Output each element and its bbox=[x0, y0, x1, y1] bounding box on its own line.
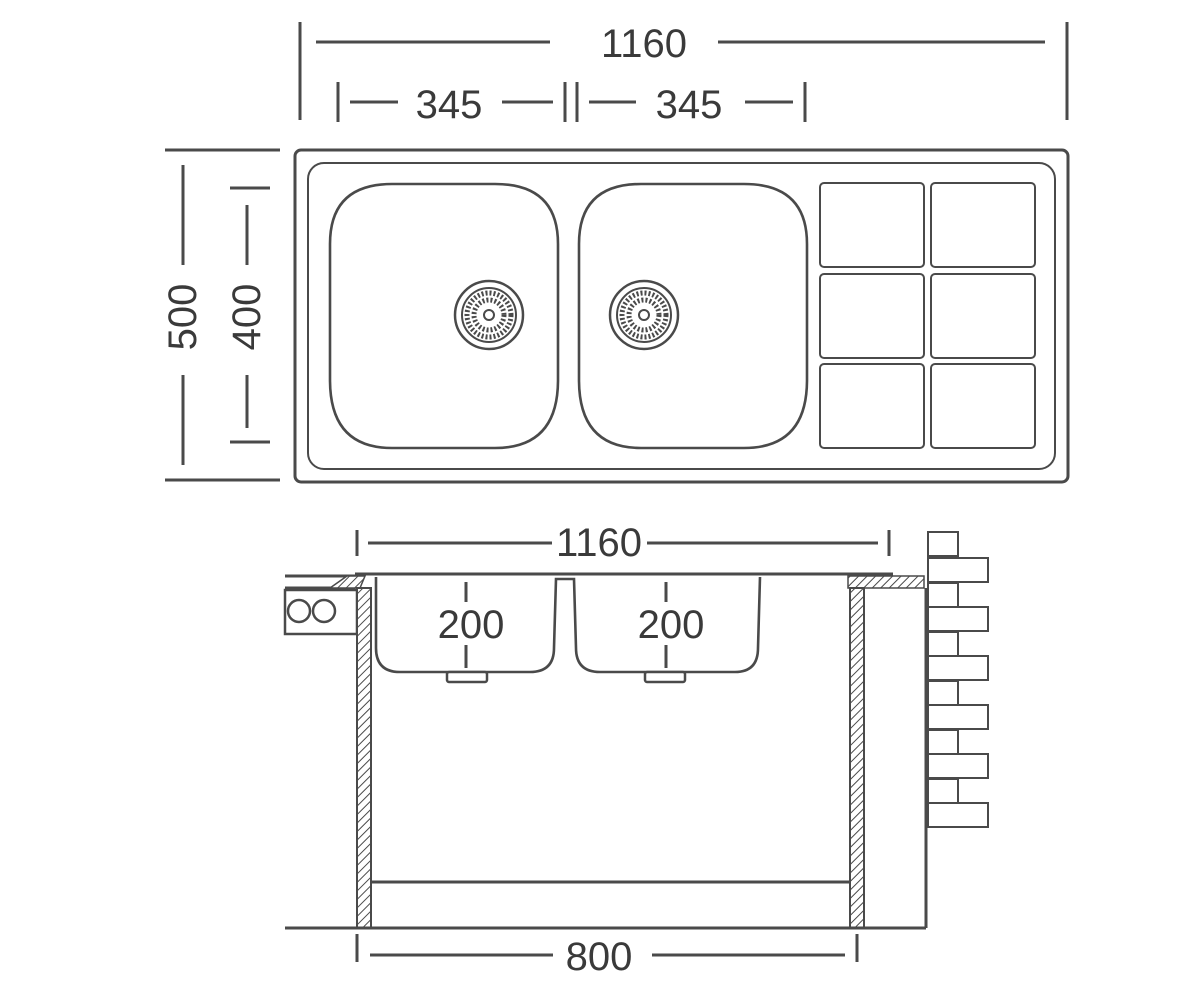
brick-wall bbox=[927, 531, 989, 828]
dimension-overall-width-side: 1160 bbox=[355, 521, 891, 565]
countertop-hatch-right bbox=[847, 575, 925, 589]
top-view: 1160 345 345 500 bbox=[161, 22, 1070, 484]
brick bbox=[927, 680, 959, 706]
brick bbox=[927, 582, 959, 608]
drainer-tile bbox=[930, 273, 1036, 359]
cabinet-width-label: 800 bbox=[566, 935, 633, 979]
side-view: 1160 200 bbox=[283, 521, 989, 979]
right-bowl bbox=[577, 182, 809, 450]
left-bowl bbox=[328, 182, 560, 450]
bowl-depth-left-label: 200 bbox=[438, 603, 505, 647]
brick bbox=[927, 729, 959, 755]
drainer-tile bbox=[819, 363, 925, 449]
countertop-left bbox=[283, 574, 359, 636]
bowl-width-left-label: 345 bbox=[416, 83, 483, 127]
dimension-cabinet-width: 800 bbox=[355, 934, 859, 979]
countertop-hatch-left bbox=[327, 575, 367, 589]
brick bbox=[927, 531, 959, 557]
sink-inner-rim bbox=[307, 162, 1056, 470]
cabinet-wall-left bbox=[356, 587, 372, 929]
drainer-tile bbox=[819, 182, 925, 268]
bowl-depth-right-label: 200 bbox=[638, 603, 705, 647]
dimension-overall-width-top: 1160 bbox=[298, 22, 1069, 120]
side-overall-width-label: 1160 bbox=[556, 521, 642, 565]
knob-icon bbox=[311, 598, 337, 624]
bowl-width-right-label: 345 bbox=[656, 83, 723, 127]
dimension-bowl-widths-top: 345 345 bbox=[336, 82, 807, 127]
drainer-tile bbox=[930, 363, 1036, 449]
overall-width-label: 1160 bbox=[601, 22, 687, 66]
brick bbox=[927, 606, 989, 632]
knob-icon bbox=[286, 598, 312, 624]
bowl-depth-label: 400 bbox=[225, 284, 269, 351]
drainer-tile bbox=[930, 182, 1036, 268]
brick bbox=[927, 557, 989, 583]
left-drain-icon bbox=[453, 279, 525, 351]
brick bbox=[927, 704, 989, 730]
left-bowl-side bbox=[374, 576, 762, 674]
brick bbox=[927, 655, 989, 681]
sink-outer-rim bbox=[293, 148, 1070, 484]
drainer-tile bbox=[819, 273, 925, 359]
dimension-bowl-depth-side: 200 200 bbox=[438, 582, 705, 668]
dimension-bowl-depth-top: 400 bbox=[225, 186, 270, 444]
cabinet-wall-right bbox=[849, 587, 865, 929]
brick bbox=[927, 753, 989, 779]
overall-depth-label: 500 bbox=[161, 284, 205, 351]
brick bbox=[927, 778, 959, 804]
right-drain-icon bbox=[608, 279, 680, 351]
right-drain-side-icon bbox=[643, 670, 687, 684]
brick bbox=[927, 631, 959, 657]
dimension-overall-depth-top: 500 bbox=[161, 148, 280, 482]
brick bbox=[927, 802, 989, 828]
drainer-grid bbox=[819, 182, 1036, 449]
left-drain-side-icon bbox=[445, 670, 489, 684]
